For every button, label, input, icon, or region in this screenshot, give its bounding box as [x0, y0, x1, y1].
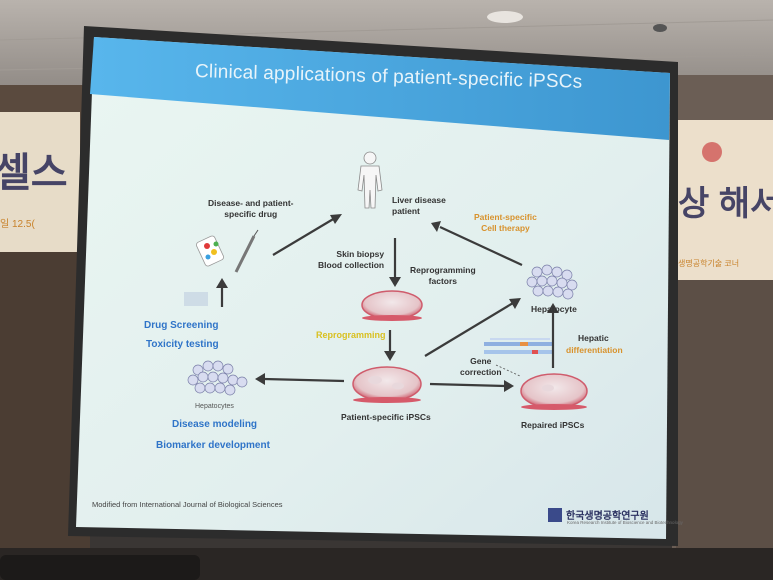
human-figure-icon — [357, 151, 383, 209]
title-bar — [90, 37, 670, 140]
arrows — [216, 214, 559, 392]
emblem-icon — [702, 142, 722, 162]
ceiling-light-icon — [487, 11, 523, 23]
hepatocyte-cluster-icon — [526, 264, 578, 300]
drug-syringe-icon — [196, 229, 259, 273]
plate-icon — [184, 292, 208, 306]
petri-dish-icon — [520, 373, 588, 410]
chair-back — [0, 555, 200, 580]
dna-strand-icon — [484, 338, 552, 354]
ceiling-light-icon — [653, 24, 667, 32]
petri-dish-icon — [361, 290, 423, 321]
petri-dish-icon — [352, 366, 422, 403]
right-banner — [676, 120, 773, 280]
left-banner — [0, 112, 80, 252]
logo-icon — [548, 508, 562, 522]
hepatocyte-cluster-icon — [187, 360, 248, 396]
slide-background — [76, 37, 670, 539]
